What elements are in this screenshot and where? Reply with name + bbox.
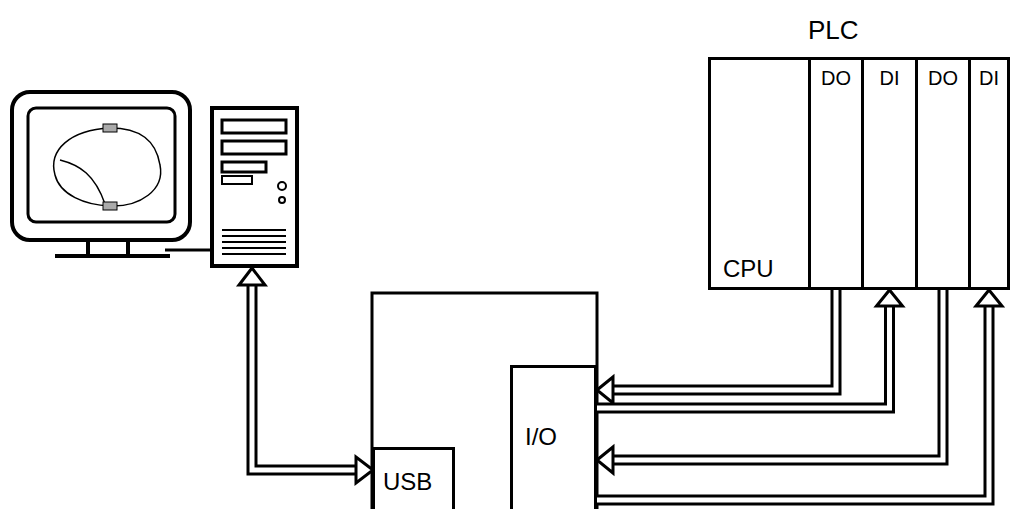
signal-bus-arrow [597, 290, 903, 408]
usb-port: USB [372, 447, 455, 509]
signal-bus-arrow [597, 290, 1002, 500]
computer-monitor [12, 92, 212, 256]
cpu-module: CPU [711, 60, 808, 287]
plc-rack: PLCCPUDODIDODI [708, 57, 1010, 290]
module-label: DI [880, 68, 900, 88]
signal-bus-arrow [597, 290, 943, 473]
output-module: DO [915, 60, 968, 287]
interface-box [372, 293, 597, 509]
module-label: DI [979, 68, 999, 88]
input-module: DI [861, 60, 915, 287]
module-label: CPU [723, 257, 774, 281]
signal-bus-arrow [597, 290, 836, 403]
module-label: DO [821, 68, 851, 88]
computer-tower [212, 108, 297, 266]
output-module: DO [808, 60, 861, 287]
module-label: DO [928, 68, 958, 88]
usb-cable-arrow [239, 268, 373, 483]
input-module: DI [968, 60, 1007, 287]
rack-heading: PLC [808, 17, 859, 43]
module-label: USB [383, 470, 432, 494]
module-label: I/O [525, 425, 557, 449]
io-module: I/O [510, 365, 597, 509]
